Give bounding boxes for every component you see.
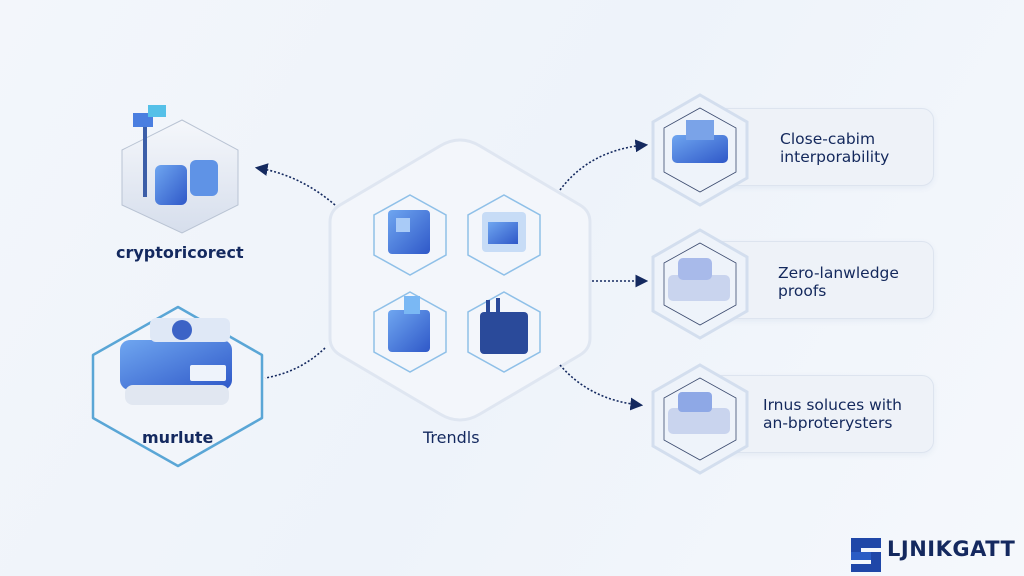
connector-to-cryptoricorect [254, 163, 336, 206]
center-icon-2 [467, 194, 541, 276]
label-center: Trendls [423, 428, 480, 447]
card-line: Irnus soluces with [763, 396, 902, 414]
server-rack-icon [121, 105, 239, 234]
center-icon-3 [373, 291, 447, 373]
card-line: interporability [780, 148, 890, 166]
card-interoperability-text: Close-cabim interporability [780, 130, 889, 166]
right-icon-3 [651, 363, 749, 475]
connector-to-murlute [264, 347, 326, 379]
left-hexagon [91, 305, 264, 468]
right-icon-1 [651, 93, 749, 207]
card-solutions-text: Irnus soluces with an-bproterysters [763, 396, 902, 432]
logo-mark [851, 538, 881, 572]
right-icon-2 [651, 228, 749, 340]
card-line: an-bproterysters [763, 414, 893, 432]
card-line: Close-cabim [780, 130, 876, 148]
connector-to-item-1 [559, 139, 649, 191]
label-murlute: murlute [142, 428, 214, 447]
logo-text: LJNIKGATT [887, 537, 1016, 561]
card-line: Zero-lanwledge [778, 264, 899, 282]
center-icon-4 [467, 291, 541, 373]
card-zero-knowledge-text: Zero-lanwledge proofs [778, 264, 899, 300]
connector-to-item-3 [559, 364, 644, 411]
center-icon-1 [373, 194, 447, 276]
connectors [254, 139, 649, 411]
card-line: proofs [778, 282, 827, 300]
label-cryptoricorect: cryptoricorect [116, 243, 244, 262]
center-hexagon [328, 138, 592, 422]
